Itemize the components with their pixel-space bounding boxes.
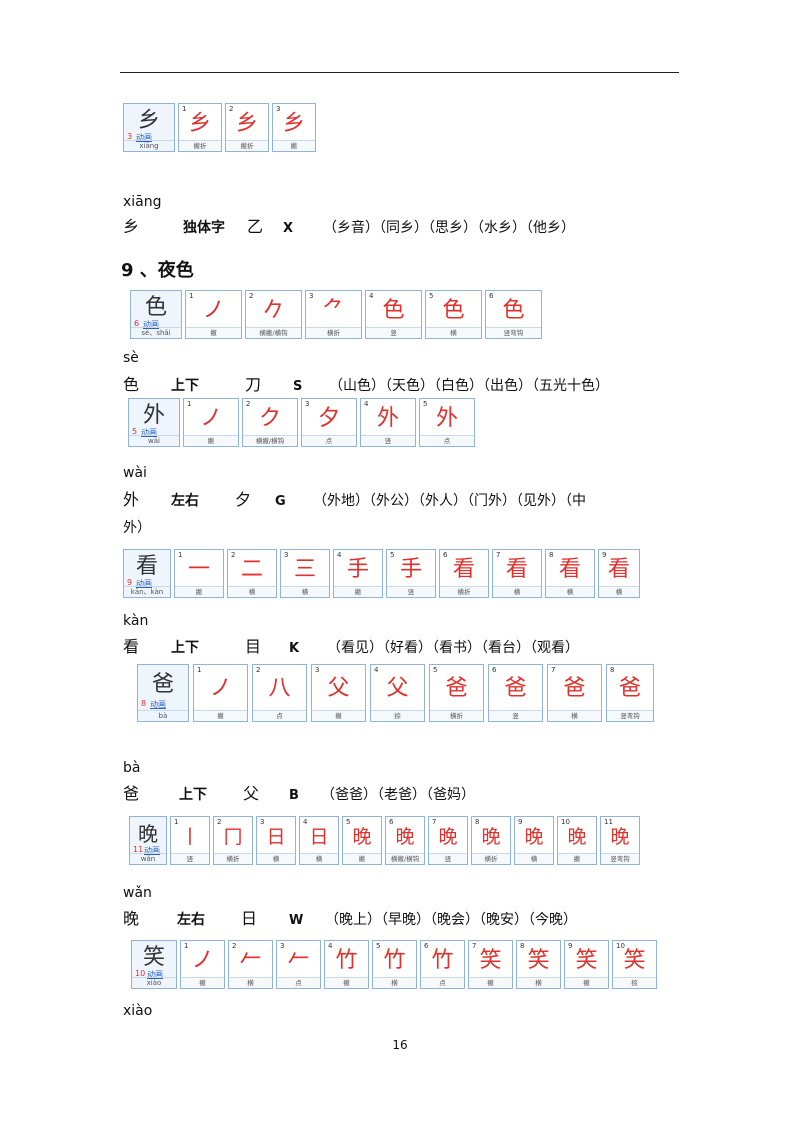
animation-link[interactable]: 动画 <box>136 579 152 588</box>
entry-wai-cont: 外） <box>123 520 151 536</box>
pinyin-xiang: xiāng <box>123 194 162 210</box>
pinyin-ba: bà <box>123 760 141 776</box>
pinyin-se: sè <box>123 350 139 366</box>
animation-link[interactable]: 动画 <box>144 846 160 855</box>
section-title: 9 、夜色 <box>121 260 194 281</box>
animation-link[interactable]: 动画 <box>147 970 163 979</box>
pinyin-xiao: xiào <box>123 1003 153 1019</box>
animation-link[interactable]: 动画 <box>143 320 159 329</box>
char-card-wan[interactable]: 晚 11 动画 wǎn <box>129 816 167 865</box>
animation-link[interactable]: 动画 <box>150 700 166 709</box>
char-card-xiao[interactable]: 笑 10 动画 xiào <box>131 940 177 989</box>
char-card-ba[interactable]: 爸 8 动画 bà <box>137 664 189 722</box>
pinyin-kan: kàn <box>123 613 149 629</box>
animation-link[interactable]: 动画 <box>141 428 157 437</box>
char-glyph: 乡 <box>137 108 160 133</box>
header-rule <box>120 72 679 73</box>
animation-link[interactable]: 动画 <box>136 133 152 142</box>
page-number: 16 <box>392 1038 408 1052</box>
char-card-se[interactable]: 色 6 动画 sè、shǎi <box>130 290 182 339</box>
char-card-kan[interactable]: 看 9 动画 kān、kàn <box>123 549 171 598</box>
char-card-xiang[interactable]: 乡 3 动画 xiāng <box>123 103 175 152</box>
char-card-wai[interactable]: 外 5 动画 wài <box>128 398 180 447</box>
pinyin-wan: wǎn <box>123 885 152 901</box>
pinyin-wai: wài <box>123 465 147 481</box>
stroke-step: 3⺈横折 <box>305 290 362 339</box>
